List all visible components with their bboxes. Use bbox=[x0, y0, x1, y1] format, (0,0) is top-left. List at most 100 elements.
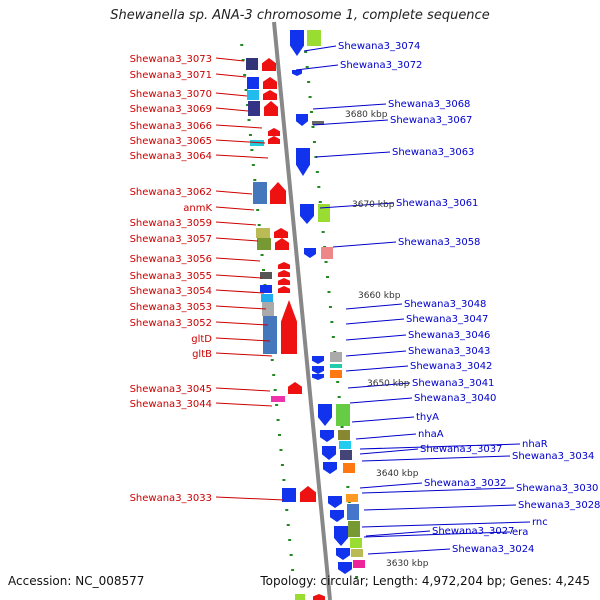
forward-gene-arrow bbox=[312, 356, 324, 364]
gene-block bbox=[346, 494, 358, 502]
gene-block bbox=[261, 294, 273, 302]
gene-label-right: Shewana3_3042 bbox=[410, 361, 492, 372]
leader-line bbox=[215, 352, 273, 357]
gene-label-right: Shewana3_3041 bbox=[412, 378, 494, 389]
right-gene-labels: Shewana3_3074Shewana3_3072Shewana3_3068S… bbox=[338, 41, 600, 555]
gene-block bbox=[263, 316, 277, 354]
gene-block bbox=[348, 521, 360, 537]
reverse-gene-arrow bbox=[281, 300, 297, 354]
leader-line bbox=[347, 382, 411, 389]
gene-block bbox=[330, 364, 342, 368]
gene-label-left: Shewana3_3071 bbox=[130, 70, 212, 81]
leader-line bbox=[215, 73, 247, 78]
gene-label-left: gltB bbox=[192, 349, 212, 360]
gene-block bbox=[248, 101, 260, 116]
left-gene-labels: Shewana3_3073Shewana3_3071Shewana3_3070S… bbox=[130, 54, 213, 504]
forward-gene-arrow bbox=[320, 430, 334, 442]
leader-line bbox=[359, 448, 419, 455]
gene-label-right: nhaA bbox=[418, 429, 444, 440]
reverse-gene-arrow bbox=[268, 128, 280, 136]
reverse-gene-arrow bbox=[263, 90, 277, 100]
leader-line bbox=[355, 433, 417, 440]
reverse-gene-arrow bbox=[263, 77, 277, 89]
leader-line bbox=[367, 548, 451, 555]
gene-label-right: Shewana3_3061 bbox=[396, 198, 478, 209]
gene-block bbox=[247, 90, 259, 100]
leader-line bbox=[215, 221, 257, 226]
chromosome-backbone bbox=[272, 21, 332, 600]
gene-label-right: thyA bbox=[416, 412, 439, 423]
gene-label-right: Shewana3_3067 bbox=[390, 115, 472, 126]
gene-block bbox=[282, 488, 296, 502]
forward-gene-arrow bbox=[334, 526, 348, 546]
gene-label-right: rnc bbox=[532, 517, 548, 528]
gene-label-right: Shewana3_3034 bbox=[512, 451, 594, 462]
gene-label-right: Shewana3_3058 bbox=[398, 237, 480, 248]
gene-block bbox=[247, 77, 259, 89]
gene-label-left: Shewana3_3073 bbox=[130, 54, 212, 65]
forward-gene-arrow bbox=[290, 30, 304, 56]
gene-label-left: Shewana3_3052 bbox=[130, 318, 212, 329]
reverse-gene-arrow bbox=[264, 101, 278, 116]
leader-line bbox=[312, 119, 389, 126]
gene-features bbox=[246, 30, 365, 600]
leader-line bbox=[215, 237, 259, 242]
leader-line bbox=[349, 397, 413, 404]
gene-block bbox=[351, 549, 363, 557]
forward-gene-arrow bbox=[336, 548, 350, 560]
gene-block bbox=[321, 247, 333, 259]
reverse-gene-arrow bbox=[300, 486, 316, 502]
gene-block bbox=[262, 302, 274, 316]
scale-label: 3630 kbp bbox=[386, 559, 429, 569]
forward-gene-arrow bbox=[296, 148, 310, 176]
forward-gene-arrow bbox=[300, 204, 314, 224]
leader-line bbox=[363, 504, 517, 511]
gene-label-left: Shewana3_3070 bbox=[130, 89, 212, 100]
leader-line bbox=[365, 530, 431, 537]
gene-label-right: Shewana3_3032 bbox=[424, 478, 506, 489]
leader-line bbox=[359, 482, 423, 489]
leader-line bbox=[215, 321, 269, 326]
forward-gene-arrow bbox=[312, 374, 324, 380]
gene-label-left: gltD bbox=[191, 334, 212, 345]
forward-gene-arrow bbox=[292, 70, 302, 76]
leader-line bbox=[215, 402, 273, 407]
gene-block bbox=[330, 352, 342, 362]
gene-block bbox=[353, 560, 365, 568]
forward-gene-arrow bbox=[323, 462, 337, 474]
gene-label-right: era bbox=[512, 527, 528, 538]
gene-label-left: Shewana3_3062 bbox=[130, 187, 212, 198]
gene-block bbox=[336, 404, 350, 426]
leader-line bbox=[363, 531, 511, 538]
leader-line bbox=[345, 318, 405, 325]
scale-label: 3660 kbp bbox=[358, 291, 401, 301]
gene-label-left: Shewana3_3045 bbox=[130, 384, 212, 395]
gene-block bbox=[246, 58, 258, 70]
gene-label-right: Shewana3_3043 bbox=[408, 346, 490, 357]
forward-gene-arrow bbox=[296, 114, 308, 126]
gene-label-left: Shewana3_3059 bbox=[130, 218, 212, 229]
gene-block bbox=[339, 441, 351, 449]
leader-line bbox=[215, 387, 271, 392]
reverse-gene-arrow bbox=[275, 238, 289, 250]
gene-label-right: Shewana3_3047 bbox=[406, 314, 488, 325]
gene-label-right: Shewana3_3028 bbox=[518, 500, 600, 511]
gene-block bbox=[347, 504, 359, 520]
gene-label-left: Shewana3_3055 bbox=[130, 271, 212, 282]
gene-label-right: nhaR bbox=[522, 439, 548, 450]
gene-label-left: Shewana3_3069 bbox=[130, 104, 212, 115]
leader-line bbox=[215, 337, 271, 342]
topology-summary: Topology: circular; Length: 4,972,204 bp… bbox=[260, 574, 590, 588]
gene-block bbox=[330, 370, 342, 378]
gene-label-left: Shewana3_3053 bbox=[130, 302, 212, 313]
gene-block bbox=[257, 238, 271, 250]
gene-label-left: Shewana3_3056 bbox=[130, 254, 212, 265]
leader-line bbox=[215, 289, 265, 294]
gene-label-left: Shewana3_3066 bbox=[130, 121, 212, 132]
reverse-gene-arrow bbox=[278, 286, 290, 293]
leader-line bbox=[361, 455, 511, 462]
leader-line bbox=[345, 365, 409, 372]
leader-line bbox=[312, 103, 387, 110]
reverse-gene-arrow bbox=[270, 182, 286, 204]
gene-label-right: Shewana3_3063 bbox=[392, 147, 474, 158]
